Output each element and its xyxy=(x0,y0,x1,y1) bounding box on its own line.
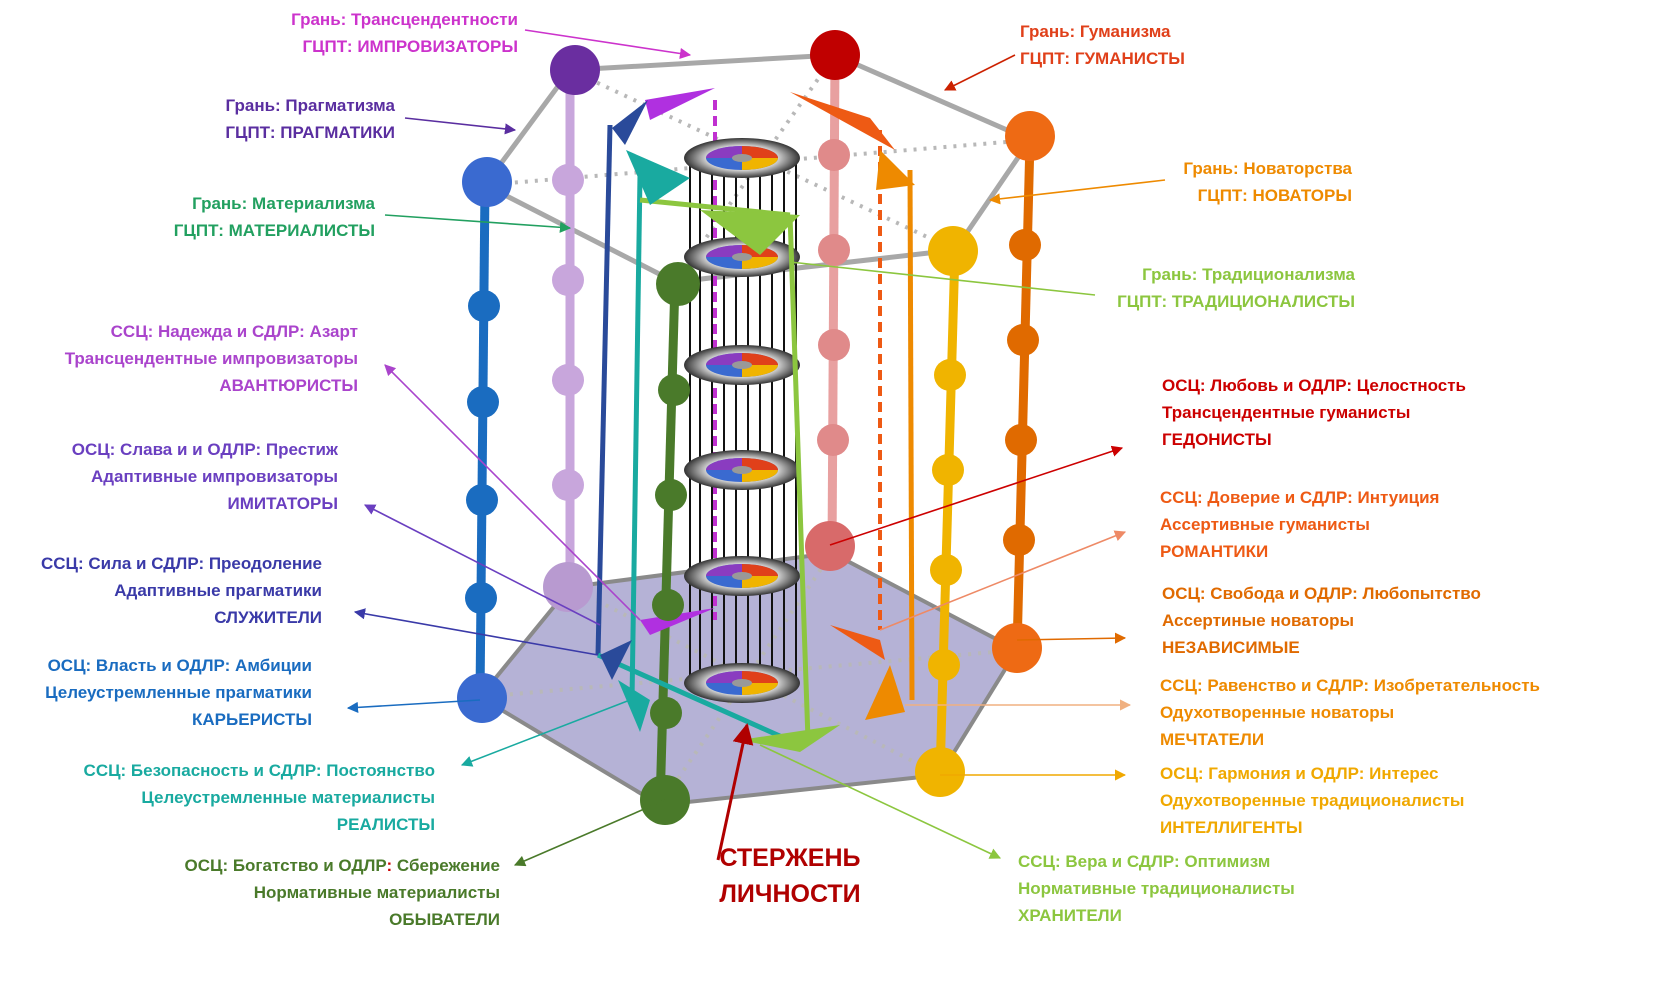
type-wealth-line1a: ОСЦ: Богатство и ОДЛР xyxy=(184,856,387,875)
type-hope-label: ССЦ: Надежда и СДЛР: Азарт Трансцендентн… xyxy=(10,318,358,399)
type-trust-line3: РОМАНТИКИ xyxy=(1160,542,1269,561)
type-wealth-label: ОСЦ: Богатство и ОДЛР: Сбережение Нормат… xyxy=(140,852,500,933)
type-freedom-line2: Ассертиные новаторы xyxy=(1162,611,1355,630)
type-faith-line3: ХРАНИТЕЛИ xyxy=(1018,906,1122,925)
type-hope-line3: АВАНТЮРИСТЫ xyxy=(219,376,358,395)
type-hope-line2: Трансцендентные импровизаторы xyxy=(64,349,358,368)
leader-arrows xyxy=(346,29,1166,867)
type-harmony-line1: ОСЦ: Гармония и ОДЛР: Интерес xyxy=(1160,764,1439,783)
core-line1: СТЕРЖЕНЬ xyxy=(719,844,861,872)
type-wealth-line1b: : xyxy=(386,856,393,875)
type-power-label: ОСЦ: Власть и ОДЛР: Амбиции Целеустремле… xyxy=(0,652,312,733)
facet-innovation-line1: Грань: Новаторства xyxy=(1183,159,1352,178)
type-power-line3: КАРЬЕРИСТЫ xyxy=(192,710,312,729)
type-harmony-line3: ИНТЕЛЛИГЕНТЫ xyxy=(1160,818,1303,837)
type-power-line1: ОСЦ: Власть и ОДЛР: Амбиции xyxy=(47,656,312,675)
facet-pragmatism-line1: Грань: Прагматизма xyxy=(225,96,396,115)
facet-innovation-label: Грань: Новаторства ГЦПТ: НОВАТОРЫ xyxy=(1110,155,1352,209)
facet-pragmatism-label: Грань: Прагматизма ГЦПТ: ПРАГМАТИКИ xyxy=(150,92,395,146)
facet-materialism-line2: ГЦПТ: МАТЕРИАЛИСТЫ xyxy=(173,221,375,240)
type-wealth-line1c: Сбережение xyxy=(392,856,500,875)
type-strength-label: ССЦ: Сила и СДЛР: Преодоление Адаптивные… xyxy=(4,550,322,631)
type-equality-line1: ССЦ: Равенство и СДЛР: Изобретательность xyxy=(1160,676,1540,695)
facet-humanism-label: Грань: Гуманизма ГЦПТ: ГУМАНИСТЫ xyxy=(1020,18,1185,72)
facet-transcendence-line1: Грань: Трансцендентности xyxy=(291,10,518,29)
facet-transcendence-label: Грань: Трансцендентности ГЦПТ: ИМПРОВИЗА… xyxy=(250,6,518,60)
type-glory-label: ОСЦ: Слава и и ОДЛР: Престиж Адаптивные … xyxy=(10,436,338,517)
type-wealth-line3: ОБЫВАТЕЛИ xyxy=(389,910,500,929)
triangles xyxy=(600,88,915,752)
facet-traditionalism-label: Грань: Традиционализма ГЦПТ: ТРАДИЦИОНАЛ… xyxy=(1070,261,1355,315)
type-glory-line2: Адаптивные импровизаторы xyxy=(90,467,338,486)
core-label: СТЕРЖЕНЬ ЛИЧНОСТИ xyxy=(710,840,870,912)
type-love-line3: ГЕДОНИСТЫ xyxy=(1162,430,1272,449)
facet-humanism-line2: ГЦПТ: ГУМАНИСТЫ xyxy=(1020,49,1185,68)
facet-innovation-line2: ГЦПТ: НОВАТОРЫ xyxy=(1197,186,1352,205)
type-harmony-line2: Одухотворенные традиционалисты xyxy=(1160,791,1465,810)
type-equality-line2: Одухотворенные новаторы xyxy=(1160,703,1395,722)
facet-materialism-label: Грань: Материализма ГЦПТ: МАТЕРИАЛИСТЫ xyxy=(130,190,375,244)
facet-traditionalism-line2: ГЦПТ: ТРАДИЦИОНАЛИСТЫ xyxy=(1117,292,1355,311)
type-faith-label: ССЦ: Вера и СДЛР: Оптимизм Нормативные т… xyxy=(1018,848,1295,929)
type-security-line1: ССЦ: Безопасность и СДЛР: Постоянство xyxy=(83,761,435,780)
facet-humanism-line1: Грань: Гуманизма xyxy=(1020,22,1171,41)
type-love-line2: Трансцендентные гуманисты xyxy=(1162,403,1411,422)
type-trust-label: ССЦ: Доверие и СДЛР: Интуиция Ассертивны… xyxy=(1160,484,1439,565)
facet-transcendence-line2: ГЦПТ: ИМПРОВИЗАТОРЫ xyxy=(302,37,519,56)
type-trust-line1: ССЦ: Доверие и СДЛР: Интуиция xyxy=(1160,488,1440,507)
type-wealth-line2: Нормативные материалисты xyxy=(253,883,500,902)
core-line2: ЛИЧНОСТИ xyxy=(719,880,861,908)
type-security-label: ССЦ: Безопасность и СДЛР: Постоянство Це… xyxy=(40,757,435,838)
type-strength-line1: ССЦ: Сила и СДЛР: Преодоление xyxy=(41,554,322,573)
corner-nodes xyxy=(457,30,1055,825)
type-security-line3: РЕАЛИСТЫ xyxy=(336,815,435,834)
facet-materialism-line1: Грань: Материализма xyxy=(192,194,375,213)
inner-frame xyxy=(595,124,915,748)
type-equality-line3: МЕЧТАТЕЛИ xyxy=(1160,730,1265,749)
type-faith-line1: ССЦ: Вера и СДЛР: Оптимизм xyxy=(1018,852,1271,871)
type-freedom-line3: НЕЗАВИСИМЫЕ xyxy=(1162,638,1300,657)
pillar-nodes xyxy=(465,139,1041,729)
type-love-label: ОСЦ: Любовь и ОДЛР: Целостность Трансцен… xyxy=(1162,372,1466,453)
type-strength-line3: СЛУЖИТЕЛИ xyxy=(214,608,322,627)
type-strength-line2: Адаптивные прагматики xyxy=(114,581,322,600)
type-power-line2: Целеустремленные прагматики xyxy=(45,683,312,702)
type-equality-label: ССЦ: Равенство и СДЛР: Изобретательность… xyxy=(1160,672,1540,753)
facet-traditionalism-line1: Грань: Традиционализма xyxy=(1142,265,1355,284)
type-love-line1: ОСЦ: Любовь и ОДЛР: Целостность xyxy=(1162,376,1466,395)
type-wealth-line1: ОСЦ: Богатство и ОДЛР: Сбережение xyxy=(140,852,500,879)
type-security-line2: Целеустремленные материалисты xyxy=(141,788,435,807)
type-glory-line1: ОСЦ: Слава и и ОДЛР: Престиж xyxy=(71,440,338,459)
type-hope-line1: ССЦ: Надежда и СДЛР: Азарт xyxy=(110,322,358,341)
type-glory-line3: ИМИТАТОРЫ xyxy=(227,494,338,513)
type-freedom-label: ОСЦ: Свобода и ОДЛР: Любопытство Ассерти… xyxy=(1162,580,1481,661)
facet-pragmatism-line2: ГЦПТ: ПРАГМАТИКИ xyxy=(225,123,395,142)
type-trust-line2: Ассертивные гуманисты xyxy=(1160,515,1370,534)
type-harmony-label: ОСЦ: Гармония и ОДЛР: Интерес Одухотворе… xyxy=(1160,760,1464,841)
type-freedom-line1: ОСЦ: Свобода и ОДЛР: Любопытство xyxy=(1162,584,1481,603)
type-faith-line2: Нормативные традиционалисты xyxy=(1018,879,1295,898)
